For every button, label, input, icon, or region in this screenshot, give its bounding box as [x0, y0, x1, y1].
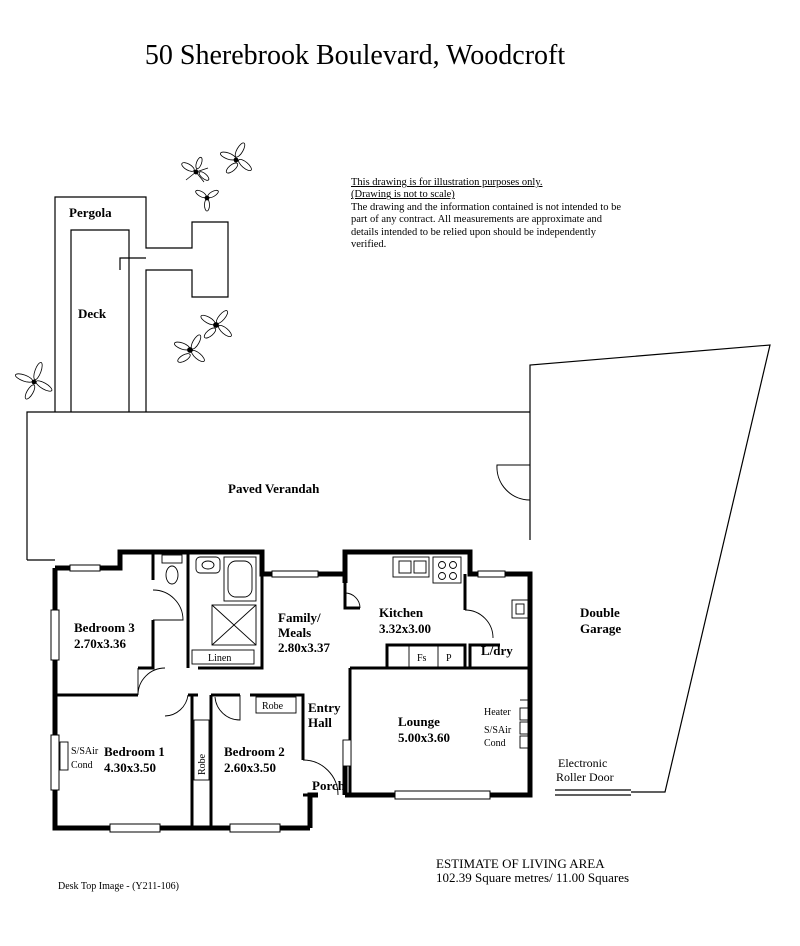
label-family-size: 2.80x3.37 — [278, 640, 331, 655]
label-cond-right: Cond — [484, 738, 506, 749]
label-lounge-size: 5.00x3.60 — [398, 730, 450, 745]
disclaimer-body: The drawing and the information containe… — [351, 201, 622, 251]
wall-units — [59, 707, 529, 771]
label-entry: Entry — [308, 700, 341, 715]
label-heater: Heater — [484, 707, 511, 718]
label-double: Double — [580, 605, 620, 620]
label-robe-vertical: Robe — [197, 753, 208, 775]
pergola-deck-outline — [54, 196, 229, 412]
robe-boxes — [193, 696, 297, 781]
label-hall: Hall — [308, 715, 332, 730]
footer-image-id: Desk Top Image - (Y211-106) — [58, 881, 179, 892]
label-bedroom1-size: 4.30x3.50 — [104, 760, 156, 775]
page-title: 50 Sherebrook Boulevard, Woodcroft — [144, 40, 566, 71]
label-kitchen-size: 3.32x3.00 — [379, 621, 431, 636]
living-area-estimate: ESTIMATE OF LIVING AREA 102.39 Square me… — [436, 857, 629, 885]
disclaimer-line-1: This drawing is for illustration purpose… — [351, 177, 543, 188]
label-ssair-right: S/SAir — [484, 725, 512, 736]
door-swing — [496, 464, 531, 501]
label-bedroom3: Bedroom 3 — [74, 620, 135, 635]
kitchen-fixtures — [392, 556, 529, 668]
disclaimer-line-2: (Drawing is not to scale) — [351, 189, 455, 201]
label-bedroom2-size: 2.60x3.50 — [224, 760, 276, 775]
plant-icon — [15, 362, 53, 400]
plant-icon — [174, 310, 232, 363]
door-swings — [137, 589, 530, 796]
label-family: Family/ — [278, 610, 321, 625]
label-ldry: L/dry — [481, 643, 513, 658]
garage-outline — [529, 344, 771, 793]
house-exterior-walls — [52, 549, 533, 831]
label-electronic: Electronic — [558, 756, 607, 770]
label-roller-door: Roller Door — [556, 770, 614, 784]
label-kitchen: Kitchen — [379, 605, 424, 620]
estimate-value: 102.39 Square metres/ 11.00 Squares — [436, 870, 630, 885]
house-interior-walls — [55, 552, 530, 828]
label-fs: Fs — [417, 653, 427, 664]
label-bedroom1: Bedroom 1 — [104, 744, 165, 759]
label-ssair-left: S/SAir — [71, 746, 99, 757]
label-pergola: Pergola — [69, 205, 112, 220]
verandah-outline — [26, 411, 530, 560]
label-cond-left: Cond — [71, 760, 93, 771]
label-p: P — [446, 653, 452, 664]
label-lounge: Lounge — [398, 714, 440, 729]
disclaimer-note: This drawing is for illustration purpose… — [351, 177, 631, 251]
label-deck: Deck — [78, 306, 107, 321]
label-porch: Porch — [312, 778, 346, 793]
label-garage: Garage — [580, 621, 621, 636]
windows — [50, 564, 506, 833]
label-robe-upper: Robe — [262, 701, 284, 712]
estimate-heading: ESTIMATE OF LIVING AREA — [436, 856, 605, 871]
bathroom-fixtures — [161, 554, 257, 665]
label-meals: Meals — [278, 625, 311, 640]
label-bedroom2: Bedroom 2 — [224, 744, 285, 759]
plant-icon — [181, 142, 252, 212]
label-paved-verandah: Paved Verandah — [228, 481, 320, 496]
label-bedroom3-size: 2.70x3.36 — [74, 636, 127, 651]
label-linen: Linen — [208, 653, 231, 664]
